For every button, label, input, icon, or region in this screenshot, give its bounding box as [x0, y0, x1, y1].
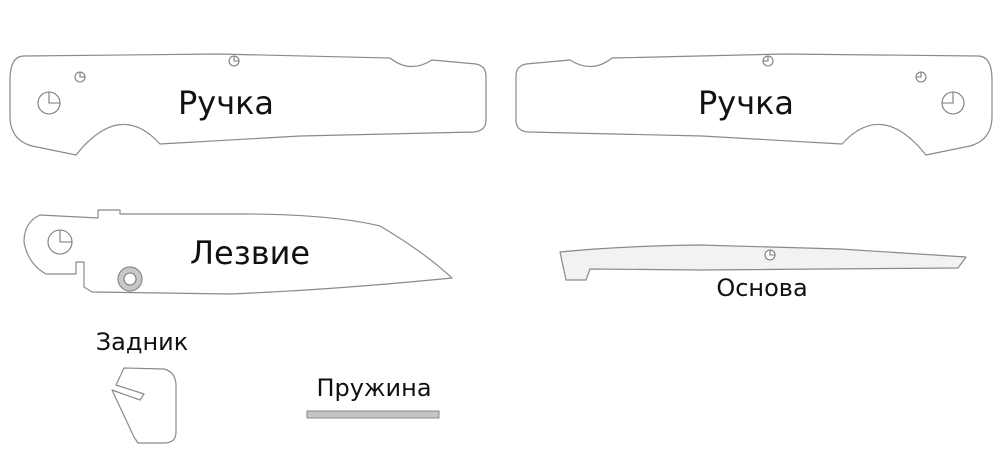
spring-bar: [306, 410, 440, 419]
handle-right-label: Ручка: [698, 84, 794, 122]
handle-left-label: Ручка: [178, 84, 274, 122]
top-pin-hole-mark: [763, 56, 769, 62]
back-spacer-outline: [111, 367, 177, 444]
handle-left: Ручка: [9, 53, 487, 156]
pin-hole-mark: [916, 72, 922, 78]
pivot-hole-mark: [942, 92, 954, 104]
back-spacer-label: Задник: [96, 328, 188, 356]
base-pivot-hole-mark: [769, 250, 775, 256]
stop-pin-hole: [123, 272, 137, 286]
handle-right-outline: [515, 53, 993, 156]
base: Основа: [559, 244, 967, 302]
pin-hole-mark: [79, 72, 85, 78]
blade-pivot-hole-mark: [59, 230, 72, 243]
pivot-hole-mark: [48, 92, 60, 104]
top-pin-hole-mark: [233, 56, 239, 62]
base-outline: [559, 244, 967, 281]
handle-left-outline: [9, 53, 487, 156]
blade: Лезвие: [23, 209, 453, 295]
blade-label: Лезвие: [190, 234, 310, 272]
handle-right: Ручка: [515, 53, 993, 156]
spring: Пружина: [306, 374, 440, 419]
back-spacer: Задник: [96, 328, 188, 444]
spring-label: Пружина: [316, 374, 431, 402]
base-label: Основа: [716, 274, 807, 302]
